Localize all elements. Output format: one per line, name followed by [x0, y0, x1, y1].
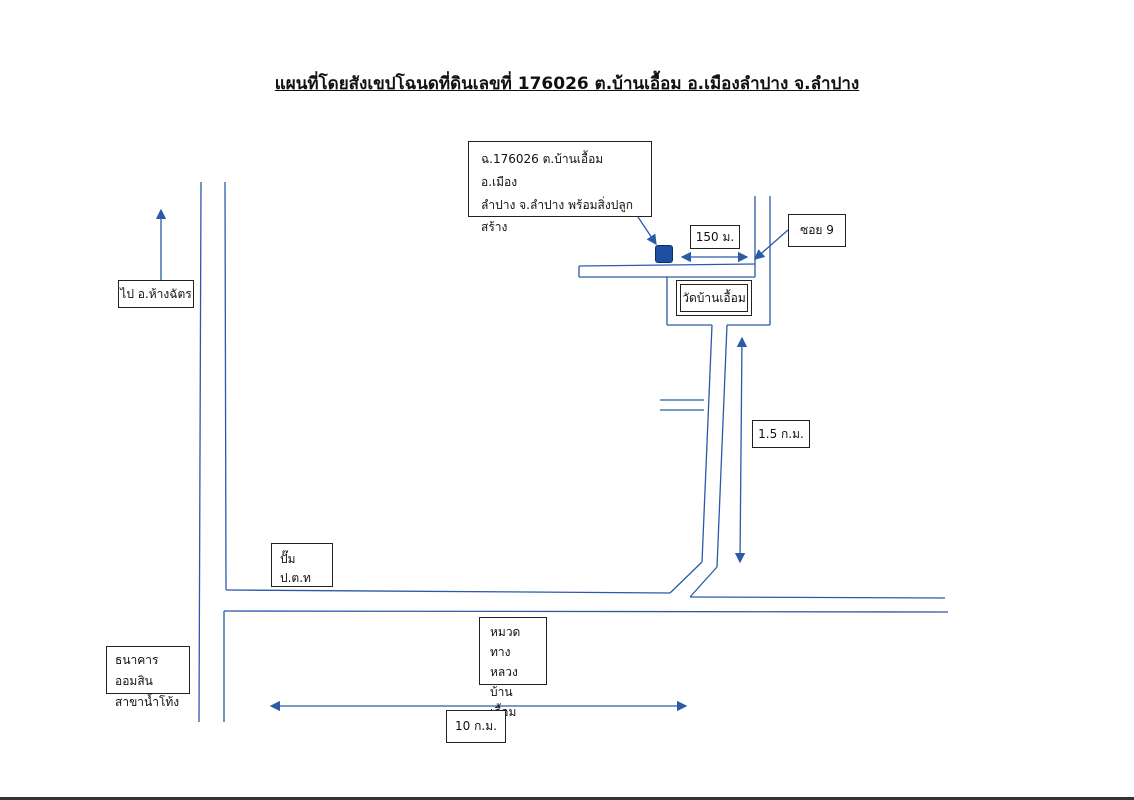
- road-left-east-edge: [224, 181, 227, 591]
- road-left-west-edge: [198, 181, 202, 723]
- bank-line1: ธนาคารออมสิน: [115, 653, 159, 688]
- bank-box: ธนาคารออมสิน สาขาน้ำโท้ง: [106, 646, 190, 709]
- bank-line2: สาขาน้ำโท้ง: [115, 695, 180, 709]
- road-main-south-edge: [223, 610, 949, 613]
- distance-10km-label: 10 ก.ม.: [446, 710, 506, 743]
- pointer-plot: [637, 216, 657, 246]
- distance-1-5km-label: 1.5 ก.ม.: [752, 420, 810, 448]
- road-diagonal-west: [669, 561, 703, 594]
- temple-box: วัดบ้านเอื้อม: [676, 280, 752, 316]
- pointer-soi9: [754, 229, 789, 260]
- plot-callout-line2: ลำปาง จ.ลำปาง พร้อมสิ่งปลูกสร้าง: [481, 197, 633, 235]
- map-title: แผนที่โดยสังเขปโฉนดที่ดินเลขที่ 176026 ต…: [274, 74, 860, 94]
- plot-marker-icon: [655, 245, 673, 263]
- plot-callout: ฉ.176026 ต.บ้านเอื้อม อ.เมือง ลำปาง จ.ลำ…: [468, 141, 652, 234]
- distance-150m-label: 150 ม.: [690, 225, 740, 249]
- ptt-pump-label: ปั๊ม ป.ต.ท: [271, 543, 333, 587]
- highway-office-line1: หมวดทาง: [490, 625, 521, 659]
- road-diagonal-east: [689, 566, 718, 598]
- plot-road-top: [578, 263, 756, 267]
- soi9-label: ซอย 9: [788, 214, 846, 247]
- arrow-1-5km: [734, 336, 748, 564]
- road-mid-west-edge: [701, 324, 713, 563]
- highway-office-box: หมวดทาง หลวงบ้าน เอื้อม: [479, 617, 547, 719]
- to-hang-chat-label: ไป อ.ห้างฉัตร: [118, 280, 194, 308]
- temple-label: วัดบ้านเอื้อม: [680, 284, 748, 312]
- road-mid-east-edge: [716, 324, 728, 568]
- highway-office-line2: หลวงบ้าน: [490, 665, 518, 699]
- page-bottom-edge: [0, 797, 1134, 800]
- plot-callout-line1: ฉ.176026 ต.บ้านเอื้อม อ.เมือง: [481, 152, 604, 189]
- road-main-north-edge: [225, 589, 671, 594]
- road-main-east-north-edge: [689, 596, 946, 599]
